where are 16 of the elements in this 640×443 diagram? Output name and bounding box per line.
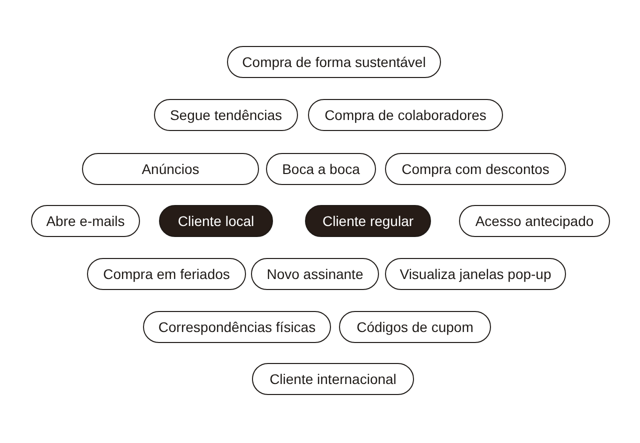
tag-pill: Segue tendências (154, 99, 298, 131)
tag-pill: Cliente local (159, 205, 273, 237)
tag-pill: Códigos de cupom (339, 311, 491, 343)
tag-pill: Compra de forma sustentável (227, 46, 441, 78)
tag-pill: Anúncios (82, 153, 259, 185)
tag-pill: Cliente internacional (252, 363, 414, 395)
tag-pill: Compra com descontos (385, 153, 566, 185)
tag-pill: Acesso antecipado (459, 205, 610, 237)
tag-pill: Compra de colaboradores (308, 99, 503, 131)
tag-pill: Boca a boca (266, 153, 376, 185)
tag-pill: Novo assinante (251, 258, 379, 290)
tag-pill: Abre e-mails (31, 205, 140, 237)
tag-pill: Correspondências físicas (143, 311, 331, 343)
tag-pill: Compra em feriados (87, 258, 246, 290)
tag-pill: Cliente regular (305, 205, 431, 237)
tag-pill: Visualiza janelas pop-up (385, 258, 566, 290)
